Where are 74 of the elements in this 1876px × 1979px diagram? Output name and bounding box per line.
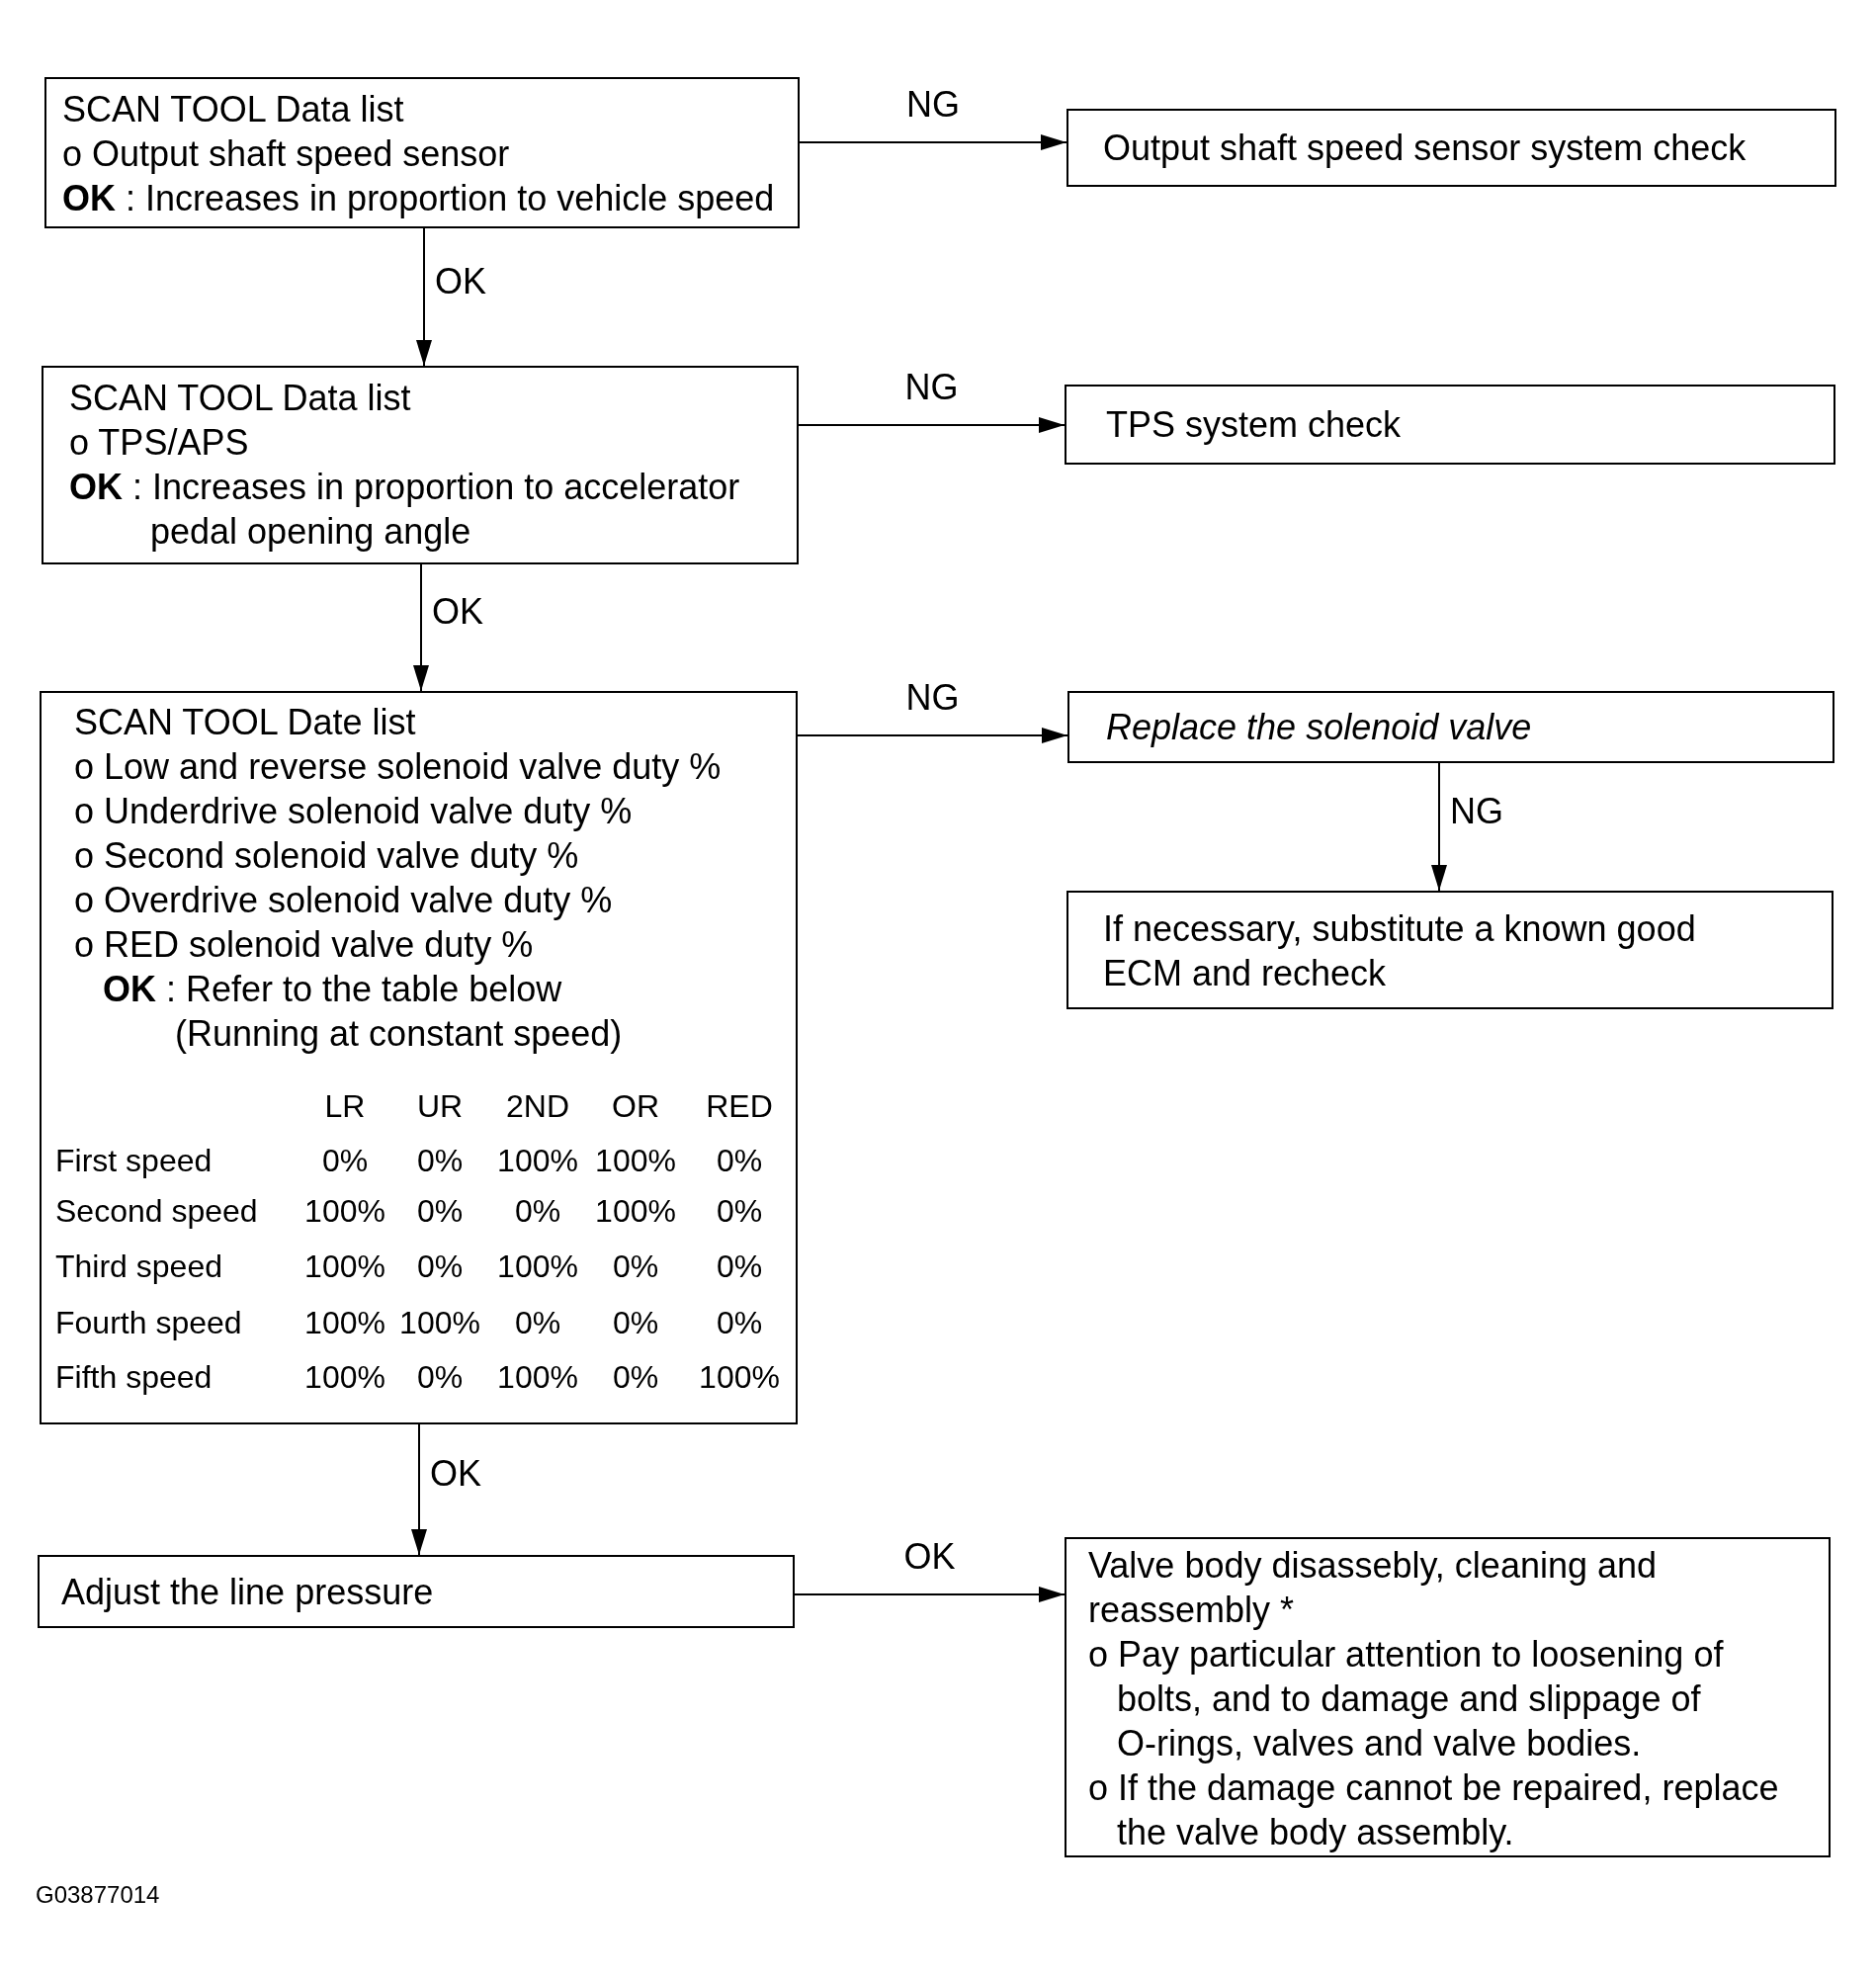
arrow — [794, 1587, 1066, 1602]
list-item: o Underdrive solenoid valve duty % — [74, 790, 633, 833]
process-box — [40, 691, 798, 1424]
row-label: Third speed — [55, 1248, 222, 1286]
duty-value: 100% — [595, 1192, 676, 1231]
duty-value: 0% — [612, 1358, 659, 1397]
row-label: First speed — [55, 1142, 213, 1180]
duty-value: 0% — [716, 1304, 763, 1342]
duty-value: 0% — [716, 1248, 763, 1286]
duty-value: 0% — [716, 1192, 763, 1231]
heading-text: SCAN TOOL Data list — [62, 88, 404, 131]
list-item: o Overdrive solenoid valve duty % — [74, 879, 613, 922]
list-item: o Second solenoid valve duty % — [74, 834, 579, 878]
duty-value: 100% — [699, 1358, 780, 1397]
step-text: Replace the solenoid valve — [1106, 706, 1532, 749]
heading-text: SCAN TOOL Data list — [69, 377, 411, 420]
duty-value: 0% — [416, 1192, 464, 1231]
duty-value: 100% — [304, 1304, 385, 1342]
process-box — [1066, 109, 1836, 187]
column-header: UR — [416, 1087, 464, 1126]
duty-value: 0% — [612, 1304, 659, 1342]
duty-value: 0% — [321, 1142, 369, 1180]
duty-value: 100% — [497, 1358, 578, 1397]
duty-value: 100% — [304, 1358, 385, 1397]
criteria-text: OK : Increases in proportion to vehicle speed — [62, 177, 775, 220]
arrow — [798, 417, 1066, 433]
step-text: TPS system check — [1106, 403, 1402, 447]
process-box — [1067, 691, 1834, 763]
process-box — [44, 77, 800, 228]
column-header: RED — [706, 1087, 773, 1126]
duty-value: 100% — [497, 1248, 578, 1286]
criteria-text: OK : Refer to the table below — [103, 968, 562, 1011]
process-box — [38, 1555, 795, 1628]
list-item: o If the damage cannot be repaired, replace the valve body assembly. — [1088, 1766, 1780, 1854]
list-item: o RED solenoid valve duty % — [74, 923, 534, 967]
duty-value: 100% — [304, 1248, 385, 1286]
figure-code: G03877014 — [36, 1880, 160, 1910]
duty-value: 0% — [416, 1358, 464, 1397]
list-item: o Output shaft speed sensor — [62, 132, 510, 176]
note-text: (Running at constant speed) — [175, 1012, 623, 1056]
duty-value: 100% — [399, 1304, 480, 1342]
row-label: Second speed — [55, 1192, 258, 1231]
arrow — [797, 728, 1068, 743]
column-header: LR — [324, 1087, 366, 1126]
step-text: If necessary, substitute a known good ECM and recheck — [1103, 907, 1697, 995]
list-item: o Low and reverse solenoid valve duty % — [74, 745, 722, 789]
duty-value: 0% — [514, 1192, 561, 1231]
arrow — [416, 227, 432, 367]
criteria-text: OK : Increases in proportion to accelerator pedal opening angle — [69, 466, 741, 554]
arrow — [1431, 762, 1447, 892]
list-item: o TPS/APS — [69, 421, 249, 465]
duty-value: 0% — [612, 1248, 659, 1286]
step-text: Adjust the line pressure — [61, 1570, 434, 1614]
duty-value: 0% — [514, 1304, 561, 1342]
list-item: o Pay particular attention to loosening of bolts, and to damage and slippage of O-rings, valves and valve bodies. — [1088, 1633, 1725, 1765]
process-box — [1065, 385, 1835, 465]
arrow — [799, 134, 1067, 150]
process-box — [42, 366, 799, 564]
column-header: 2ND — [506, 1087, 569, 1126]
row-label: Fourth speed — [55, 1304, 242, 1342]
duty-value: 0% — [416, 1248, 464, 1286]
duty-value: 0% — [416, 1142, 464, 1180]
duty-value: 100% — [304, 1192, 385, 1231]
process-box — [1065, 1537, 1831, 1857]
duty-value: 100% — [595, 1142, 676, 1180]
column-header: OR — [612, 1087, 659, 1126]
heading-text: SCAN TOOL Date list — [74, 701, 416, 744]
row-label: Fifth speed — [55, 1358, 213, 1397]
arrow — [413, 563, 429, 692]
step-text: Output shaft speed sensor system check — [1103, 127, 1747, 170]
duty-value: 100% — [497, 1142, 578, 1180]
process-box — [1066, 891, 1833, 1009]
duty-value: 0% — [716, 1142, 763, 1180]
arrow — [411, 1423, 427, 1556]
